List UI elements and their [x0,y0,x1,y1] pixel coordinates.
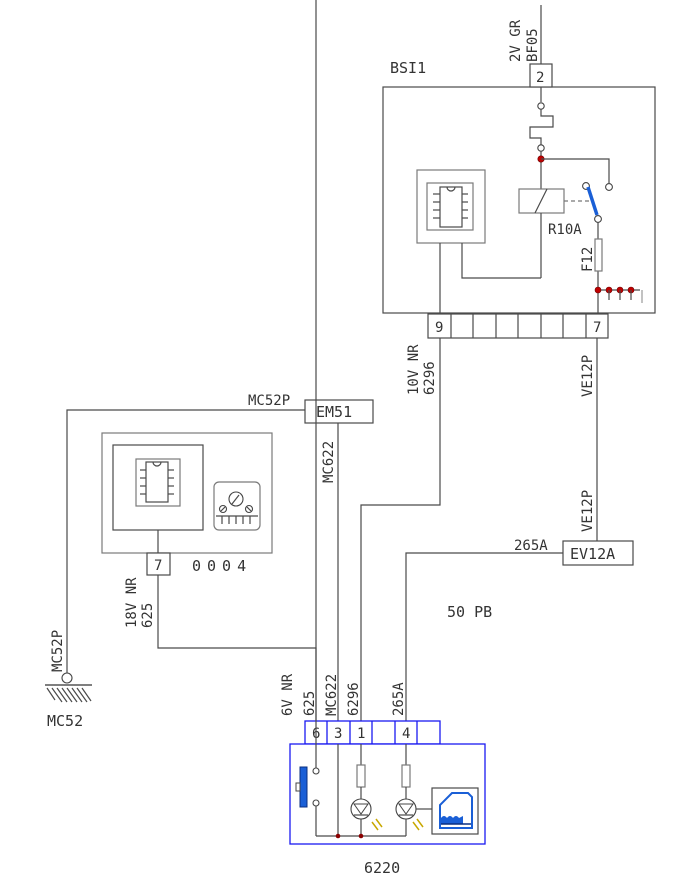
wire-6296 [360,338,441,721]
wire-625-color: 18V NR [124,577,140,628]
svg-text:2V GR: 2V GR [508,19,524,62]
wire-label-265a: 265A [391,682,407,716]
terminal-circle [537,102,545,110]
terminal-circle [537,144,545,152]
ground-icon [45,684,92,703]
fuse-f12[interactable] [594,238,603,272]
fuse-label: F12 [580,247,596,272]
wire-ve12p-label-bottom: VE12P [580,490,596,532]
bsi-pin-7: 7 [593,320,601,336]
wire-label-625: 625 [302,691,318,716]
connector-em51-label: EM51 [316,403,352,421]
junction-dot [594,286,602,294]
instrument-panel-label: 0004 [192,557,252,575]
wire-label-6296: 6296 [346,682,362,716]
ground-wire-label: MC52P [50,630,66,672]
wire-265a-label: 265A [514,538,548,554]
switch-contact [594,215,602,223]
connector-6220[interactable] [304,720,441,745]
wire-mc52p [66,409,305,674]
gauge-icon [213,481,261,531]
door-lock-icon [431,787,479,835]
bsi-pin-9: 9 [435,320,443,336]
chip-icon [140,461,174,503]
thermal-element [529,109,554,145]
led-icon [350,798,383,831]
wire-mc622-label: MC622 [321,441,337,483]
connector-ev12a-label: EV12A [570,545,615,563]
wire-label-bf05: BF05 [525,28,541,62]
wire-625-number: 625 [140,603,156,628]
pin-1: 1 [357,726,365,742]
switch-contact [605,183,613,191]
connector-ev12a[interactable] [562,540,634,566]
push-switch-icon[interactable] [295,766,308,808]
wire-6296-number: 6296 [422,361,438,395]
relay-label: R10A [548,222,582,238]
chip-icon [433,186,468,228]
ground-label: MC52 [47,712,83,730]
wire-ve12p-label-top: VE12P [580,355,596,397]
pin-4: 4 [402,726,410,742]
pin-3: 3 [334,726,342,742]
switch-contact [312,767,320,775]
resistor [356,764,366,788]
wire-label-mc622: MC622 [324,674,340,716]
wire-mc52p-label: MC52P [248,393,290,409]
junction-dot [358,833,364,839]
bsi-pin-2-label: 2 [536,70,544,86]
junction-dot [335,833,341,839]
resistor [401,764,411,788]
ground-terminal [61,672,73,684]
connector-em51[interactable] [304,399,374,424]
harness-label: 50 PB [447,603,492,621]
wire-265a [405,552,563,721]
instrument-panel-pin-label: 7 [154,558,162,574]
wire-bf05-labels: 2V GR [508,19,524,62]
switch-lever[interactable] [586,186,599,216]
connector-6220-color: 6V NR [280,673,296,716]
bsi-bottom-connector[interactable] [427,313,609,339]
wire-6296-color: 10V NR [406,344,422,395]
component-6220-label: 6220 [364,859,400,877]
bsi-title: BSI1 [390,59,426,77]
switch-contact [312,799,320,807]
